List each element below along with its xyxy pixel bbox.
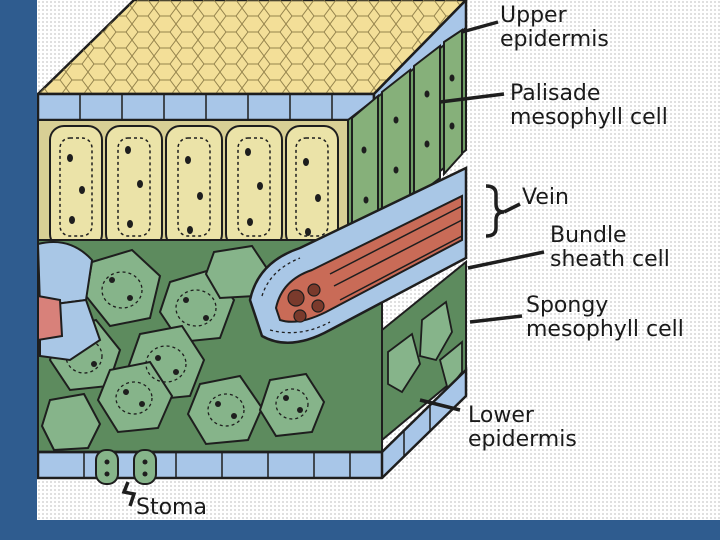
label-lower-epidermis-line2: epidermis <box>468 427 577 452</box>
left-sheath-cells <box>37 241 102 362</box>
spongy-layer <box>37 239 383 453</box>
label-spongy-line1: Spongy <box>526 293 609 318</box>
label-palisade-line1: Palisade <box>510 81 601 106</box>
vein-bundle <box>248 166 468 344</box>
label-upper-epidermis-line2: epidermis <box>500 27 609 52</box>
label-bundle-sheath: Bundle sheath cell <box>550 224 670 272</box>
label-vein-text: Vein <box>522 185 569 210</box>
lower-epidermis <box>37 367 468 485</box>
palisade-side <box>347 25 467 249</box>
vein-bracket <box>485 184 505 238</box>
label-lower-epidermis: Lower epidermis <box>468 404 577 452</box>
bottom-frame <box>0 520 720 540</box>
label-stoma-text: Stoma <box>136 495 207 520</box>
leader-spongy <box>469 314 523 324</box>
label-bundle-sheath-line2: sheath cell <box>550 247 670 272</box>
label-spongy-line2: mesophyll cell <box>526 317 684 342</box>
palisade-layer <box>37 119 349 253</box>
leader-lower-epidermis <box>419 398 461 412</box>
label-upper-epidermis: Upper epidermis <box>500 4 609 52</box>
leader-upper-epidermis <box>461 20 499 34</box>
stoma-guard-cells <box>95 449 157 485</box>
label-palisade-line2: mesophyll cell <box>510 105 668 130</box>
label-bundle-sheath-line1: Bundle <box>550 223 627 248</box>
leader-bundle-sheath <box>467 250 545 270</box>
spongy-side <box>381 259 467 443</box>
diagram-canvas <box>37 0 720 520</box>
upper-epidermis-front <box>37 92 376 122</box>
label-lower-epidermis-line1: Lower <box>468 403 534 428</box>
leader-vein <box>503 202 521 214</box>
label-vein: Vein <box>522 186 569 210</box>
label-upper-epidermis-line1: Upper <box>500 3 567 28</box>
leader-palisade <box>439 92 505 104</box>
leader-stoma <box>121 481 137 507</box>
label-spongy: Spongy mesophyll cell <box>526 294 684 342</box>
leader-lines <box>121 20 545 507</box>
label-palisade: Palisade mesophyll cell <box>510 82 668 130</box>
left-frame <box>0 0 37 540</box>
label-stoma: Stoma <box>136 496 207 520</box>
leaf-cross-section-diagram <box>37 0 545 507</box>
